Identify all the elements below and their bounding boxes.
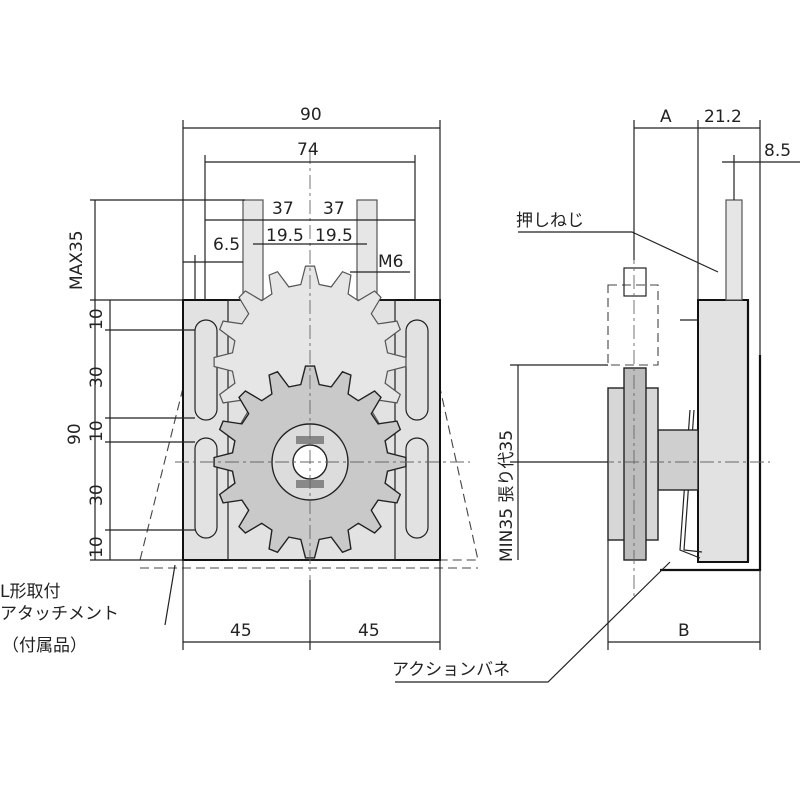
dim-seg-top: 10 (87, 308, 107, 330)
dim-74: 74 (297, 140, 319, 160)
bolt-right (356, 199, 378, 301)
front-view: 90 74 37 37 19.5 19.5 6.5 M6 MAX35 10 30… (0, 105, 479, 656)
dim-21-2: 21.2 (704, 107, 742, 127)
dim-max35: MAX35 (67, 230, 87, 290)
label-action-spring: アクションバネ (392, 660, 510, 680)
side-ghost-sprocket (607, 284, 659, 366)
leader-attachment (164, 564, 176, 626)
dim-seg-30-lower: 30 (87, 484, 107, 506)
set-screw-top (296, 436, 324, 444)
side-ghost-tooth (623, 267, 647, 297)
dim-seg-mid: 10 (87, 420, 107, 442)
l-bracket-outline (139, 387, 479, 561)
side-hub (657, 429, 699, 491)
dim-8-5: 8.5 (764, 141, 791, 161)
dim-m6: M6 (378, 252, 403, 272)
slot-left-upper (194, 319, 218, 421)
dim-seg-30-upper: 30 (87, 366, 107, 388)
dim-37-left: 37 (272, 199, 294, 219)
leader-action-spring (395, 561, 671, 683)
label-attachment-3: （付属品） (2, 636, 87, 656)
leader-push-screw (518, 231, 719, 273)
dim-90-top: 90 (300, 105, 322, 125)
dim-45-right: 45 (358, 621, 380, 641)
dim-45-left: 45 (230, 621, 252, 641)
dim-37-right: 37 (323, 199, 345, 219)
slot-left-lower (194, 437, 218, 539)
slot-right-upper (405, 319, 429, 421)
label-attachment-2: アタッチメント (0, 604, 119, 624)
dim-6-5: 6.5 (213, 235, 240, 255)
dim-90-left: 90 (65, 423, 85, 445)
label-attachment-1: L形取付 (0, 582, 60, 602)
side-plate (697, 299, 749, 563)
side-push-screw (725, 199, 743, 301)
dim-19-5-left: 19.5 (266, 226, 304, 246)
dim-min35: MIN35 張り代35 (497, 430, 517, 562)
label-push-screw: 押しねじ (516, 211, 584, 231)
dim-19-5-right: 19.5 (315, 226, 353, 246)
side-sprocket-teeth (623, 367, 647, 561)
dim-seg-bottom: 10 (87, 536, 107, 558)
slot-right-lower (405, 437, 429, 539)
dim-b: B (678, 621, 690, 641)
bolt-left (242, 199, 264, 301)
dim-a: A (660, 107, 672, 127)
side-view: A 21.2 8.5 押しねじ MIN35 張り代35 B アクションバネ (392, 107, 800, 683)
